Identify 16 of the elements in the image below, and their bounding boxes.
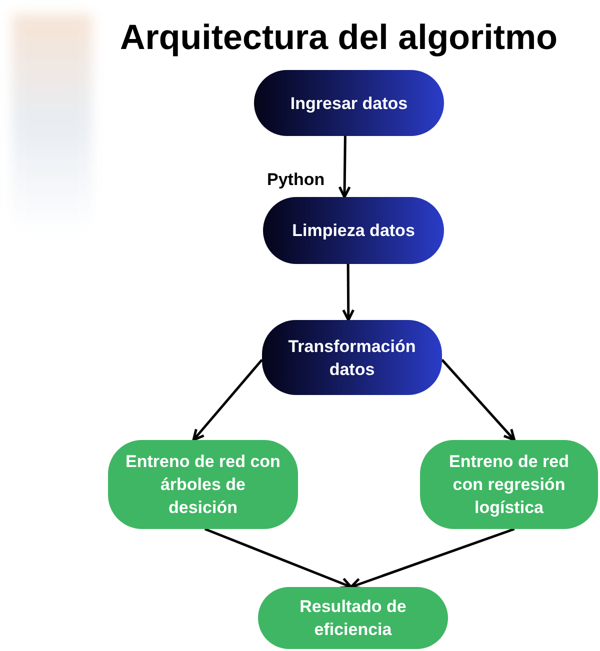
box-text: Entreno de red con regresión logística <box>448 451 570 519</box>
box-text: Ingresar datos <box>290 92 408 114</box>
arrow <box>192 358 263 442</box>
edge-label: Python <box>266 170 326 190</box>
arrow <box>204 528 352 590</box>
process-box <box>108 440 298 529</box>
arrow <box>441 358 516 442</box>
box-text: Resultado de eficiencia <box>298 596 408 641</box>
box-text: Limpieza datos <box>292 220 415 242</box>
arrow <box>338 136 351 198</box>
arrow <box>350 528 515 590</box>
box-text: Transformación datos <box>287 336 417 380</box>
arrow <box>342 264 355 322</box>
title: Arquitectura del algoritmo <box>120 18 558 58</box>
box-text: Entreno de red con árboles de desición <box>124 451 282 519</box>
process-box <box>420 440 598 529</box>
